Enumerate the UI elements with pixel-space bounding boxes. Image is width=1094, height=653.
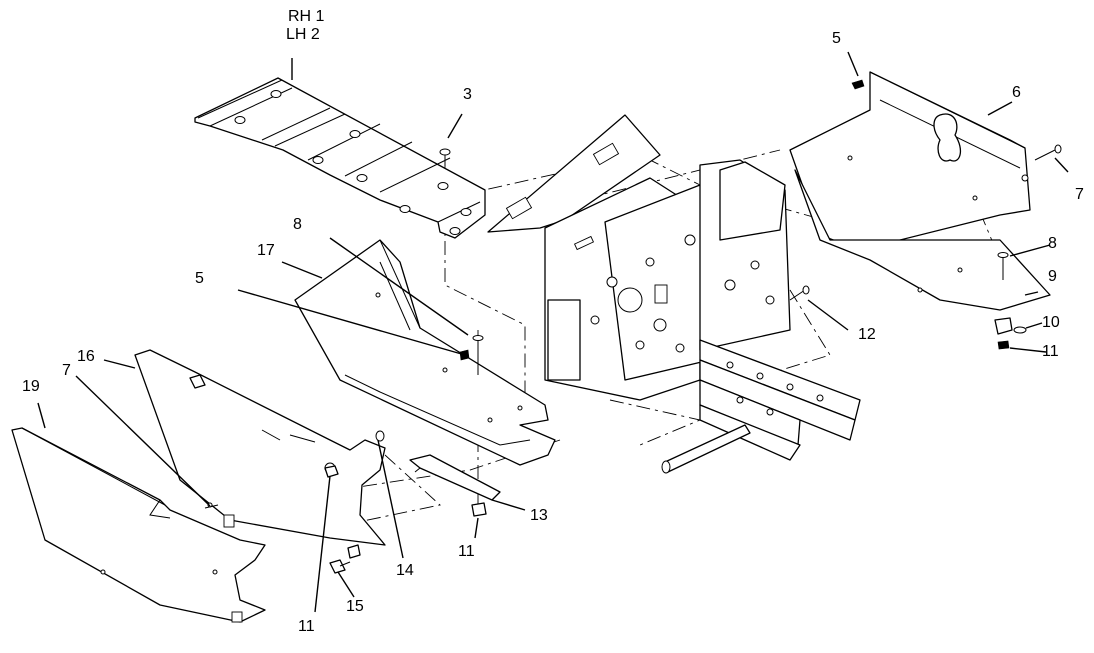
main-frame (487, 114, 861, 474)
label-part-15: 15 (346, 598, 364, 615)
label-part-6: 6 (1012, 84, 1021, 101)
label-lh-2: LH 2 (286, 26, 320, 43)
label-part-7-right: 7 (1075, 186, 1084, 203)
center-shield (294, 239, 556, 466)
label-part-3: 3 (463, 86, 472, 103)
label-part-11-bottom: 11 (298, 618, 315, 635)
label-part-8-right: 8 (1048, 235, 1057, 252)
leader-lines (37, 51, 1069, 613)
right-side-panel (789, 71, 1051, 311)
left-side-panel (11, 427, 266, 623)
label-part-14: 14 (396, 562, 414, 579)
label-part-5-top: 5 (832, 30, 841, 47)
label-part-12: 12 (858, 326, 876, 343)
label-part-17: 17 (257, 242, 275, 259)
bracket-part-13 (324, 454, 501, 574)
screw-part-3 (439, 148, 451, 166)
footrest-panel (194, 77, 486, 239)
label-part-19: 19 (22, 378, 40, 395)
right-hardware (851, 79, 1062, 350)
label-part-7-left: 7 (62, 362, 71, 379)
label-part-8-left: 8 (293, 216, 302, 233)
label-part-10: 10 (1042, 314, 1060, 331)
label-part-11-right: 11 (1042, 343, 1059, 360)
label-part-9: 9 (1048, 268, 1057, 285)
label-part-13: 13 (530, 507, 548, 524)
bolt-part-12 (789, 285, 810, 301)
left-shield (134, 349, 386, 546)
label-part-5-left: 5 (195, 270, 204, 287)
label-part-11-mid: 11 (458, 543, 475, 560)
label-rh-1: RH 1 (288, 8, 325, 25)
label-part-16: 16 (77, 348, 95, 365)
